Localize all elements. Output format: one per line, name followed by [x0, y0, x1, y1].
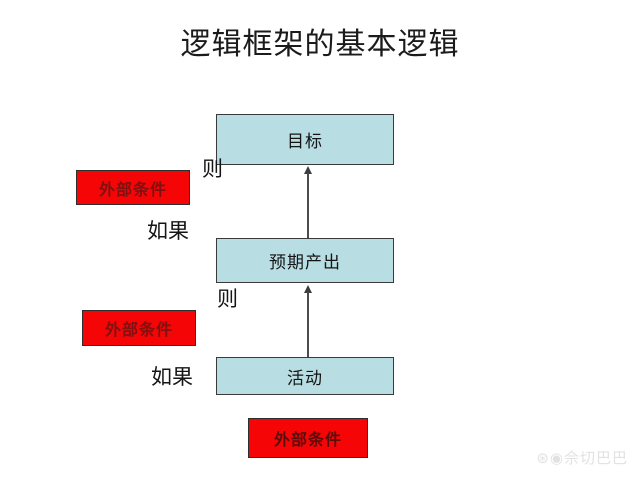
connector-label-if-lower: 如果 [151, 365, 193, 389]
node-external-condition-top[interactable]: 外部条件 [76, 170, 190, 205]
connector-label-if-upper: 如果 [147, 219, 189, 243]
connector-label-then-lower: 则 [217, 287, 238, 311]
node-external-condition-top-label: 外部条件 [98, 179, 167, 199]
node-external-condition-bottom-label: 外部条件 [273, 430, 342, 449]
node-external-condition-middle[interactable]: 外部条件 [82, 310, 196, 346]
arrow-expected-output-to-goal [300, 166, 316, 238]
node-activity[interactable]: 活动 [216, 357, 394, 395]
arrow-head-icon [304, 166, 312, 174]
node-external-condition-bottom[interactable]: 外部条件 [248, 418, 368, 458]
connector-label-then-upper: 则 [202, 157, 223, 181]
node-expected-output[interactable]: 预期产出 [216, 238, 394, 283]
arrow-shaft [307, 292, 309, 357]
watermark: ⊛◉佘切巴巴 [536, 449, 628, 467]
arrow-head-icon [304, 285, 312, 293]
node-goal[interactable]: 目标 [216, 114, 394, 165]
node-activity-label: 活动 [287, 368, 323, 389]
node-external-condition-middle-label: 外部条件 [104, 320, 173, 339]
arrow-activity-to-expected-output [300, 285, 316, 357]
node-goal-label: 目标 [287, 132, 323, 152]
arrow-shaft [307, 173, 309, 238]
node-expected-output-label: 预期产出 [269, 253, 341, 273]
page-title: 逻辑框架的基本逻辑 [180, 27, 460, 62]
